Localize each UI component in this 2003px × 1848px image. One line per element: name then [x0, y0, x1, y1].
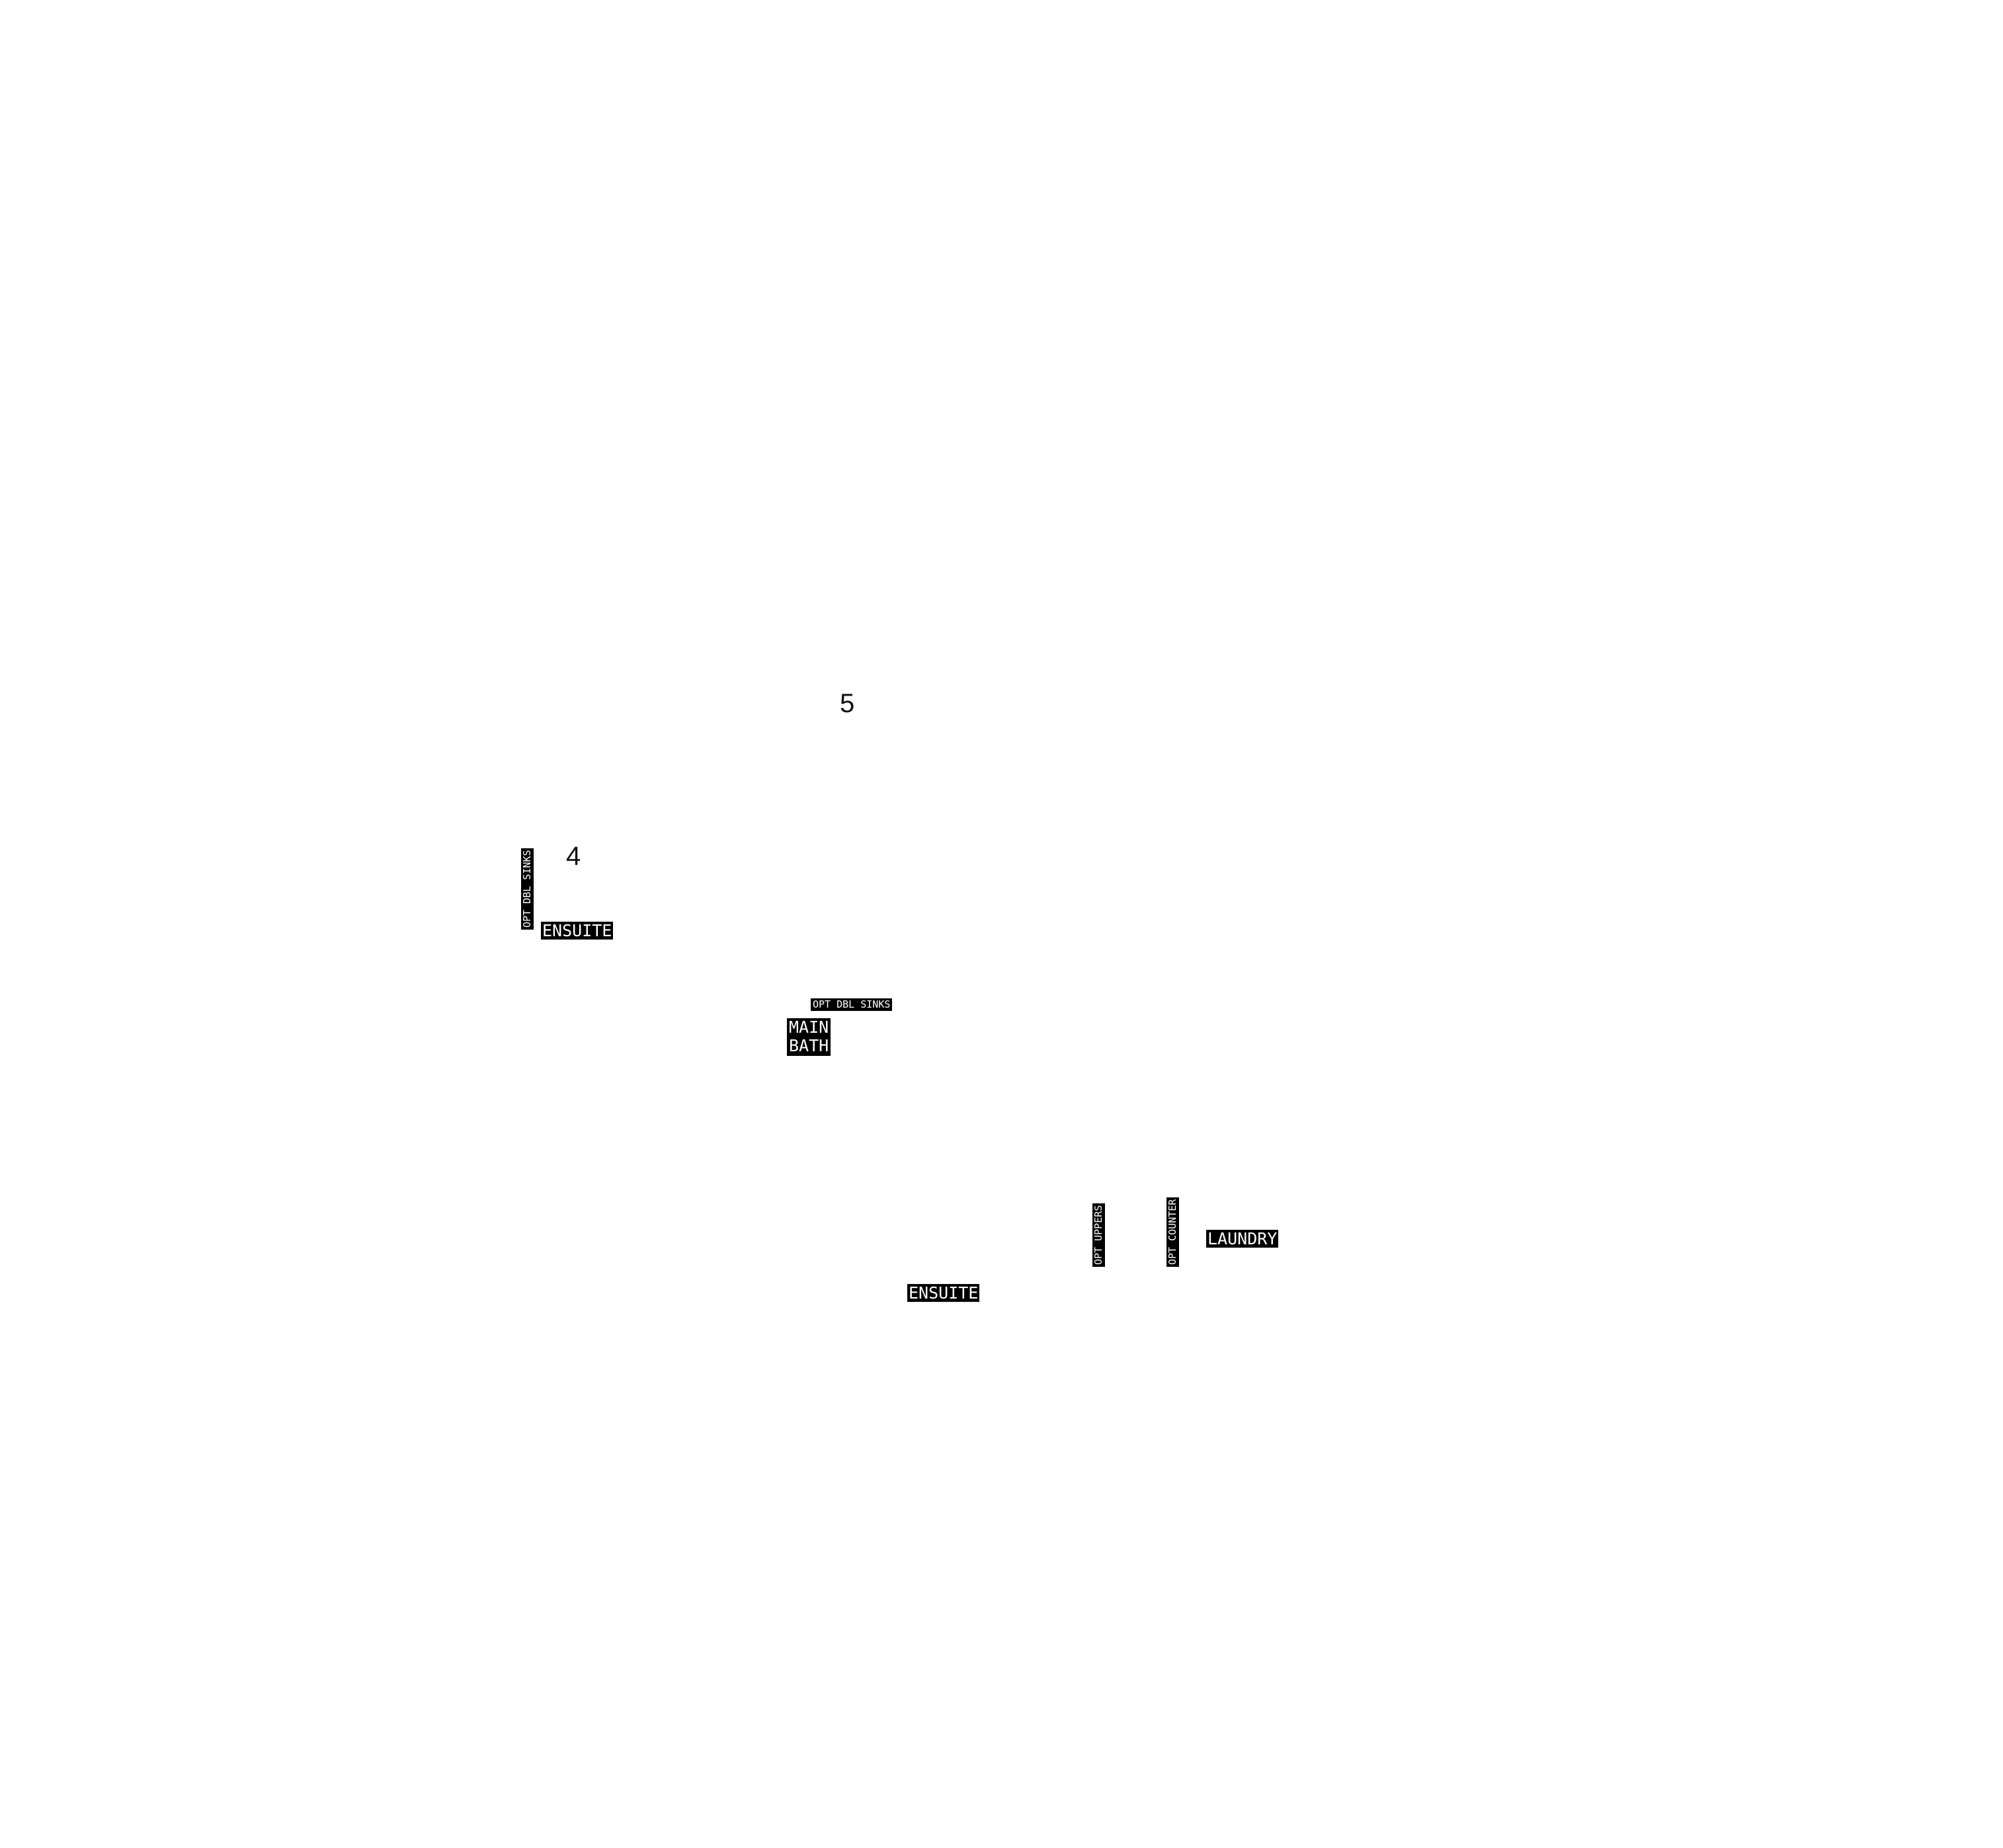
opt-dbl-sinks-vertical-tag: OPT DBL SINKS: [521, 848, 534, 930]
main-bath-label: MAIN BATH: [787, 1018, 831, 1056]
main-bath-line-2: BATH: [787, 1037, 831, 1056]
laundry-label: LAUNDRY: [1206, 1229, 1279, 1248]
room-number-5: 5: [840, 689, 855, 718]
ensuite-label-top: ENSUITE: [541, 921, 614, 940]
opt-uppers-tag: OPT UPPERS: [1092, 1203, 1105, 1267]
room-number-4: 4: [566, 842, 581, 871]
opt-dbl-sinks-horizontal-tag: OPT DBL SINKS: [811, 998, 893, 1011]
opt-counter-tag: OPT COUNTER: [1166, 1197, 1179, 1267]
main-bath-line-1: MAIN: [787, 1018, 831, 1037]
ensuite-label-bottom: ENSUITE: [907, 1283, 980, 1303]
